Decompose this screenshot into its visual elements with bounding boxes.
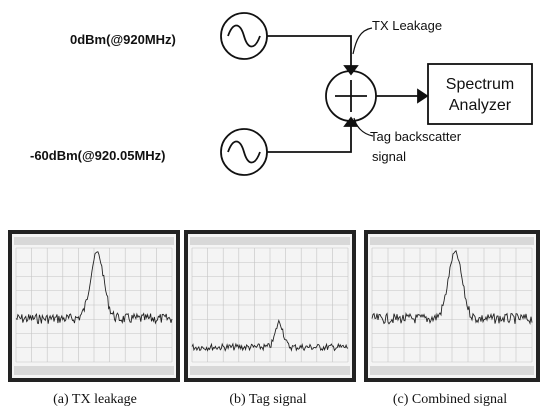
source-power-label-1: 0dBm(@920MHz)	[70, 32, 176, 47]
panel-caption-a: (a) TX leakage	[53, 392, 137, 407]
arrow-head	[343, 65, 359, 76]
screen-footer-strip	[190, 366, 350, 375]
arrow-head	[343, 116, 359, 127]
screen-header-strip	[14, 237, 174, 245]
spectrum-screen	[8, 230, 180, 382]
spectrum-screen	[364, 230, 540, 382]
arrow-head	[417, 88, 429, 104]
source-power-label-2: -60dBm(@920.05MHz)	[30, 148, 166, 163]
spectrum-trace	[15, 251, 173, 325]
sine-wave-icon	[220, 128, 268, 176]
tag-backscatter-label: Tag backscatter	[370, 129, 462, 144]
signal-wires	[267, 35, 424, 153]
tag-backscatter-label-line2: signal	[372, 149, 406, 164]
spectrum-trace	[191, 319, 349, 352]
spectrum-trace	[371, 249, 533, 326]
panel-caption-c: (c) Combined signal	[393, 392, 507, 407]
spectrum-analyzer-box	[427, 63, 533, 125]
sine-wave-icon	[220, 12, 268, 60]
spectrum-screen	[184, 230, 356, 382]
panel-caption-b: (b) Tag signal	[229, 392, 306, 407]
plus-circle-icon	[325, 70, 377, 122]
screen-footer-strip	[14, 366, 174, 375]
spectrum-analyzer-label-line1: Spectrum	[446, 76, 514, 93]
pointer-arrow	[353, 117, 374, 137]
spectrum-analyzer-label-line2: Analyzer	[449, 97, 512, 114]
screen-header-strip	[190, 237, 350, 245]
screen-header-strip	[370, 237, 534, 245]
spectrum-panels	[8, 230, 540, 382]
screen-footer-strip	[370, 366, 534, 375]
pointer-arrow	[352, 27, 373, 55]
block-diagram	[220, 12, 533, 176]
tx-leakage-label: TX Leakage	[372, 18, 442, 33]
